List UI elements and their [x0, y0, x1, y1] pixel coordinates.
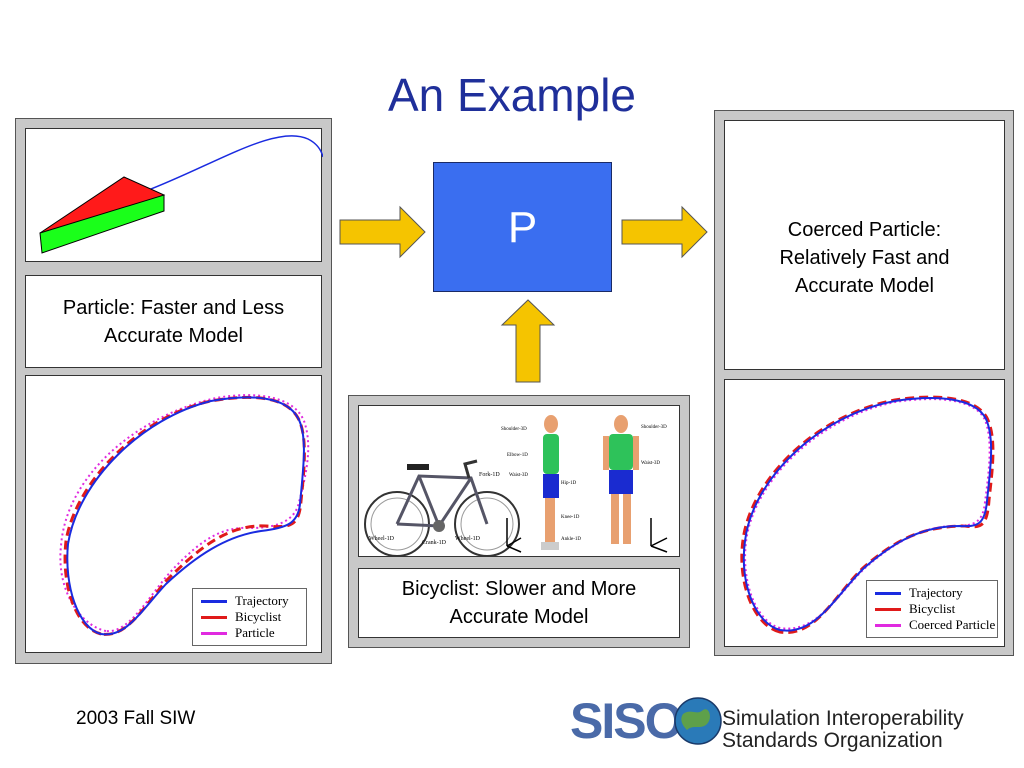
shorts-side — [543, 474, 559, 498]
hip-label: Hip-1D — [561, 481, 577, 486]
legend-label: Trajectory — [235, 593, 289, 608]
particle-caption-line1: Particle: Faster and Less — [62, 296, 285, 319]
legend-label: Trajectory — [909, 585, 963, 600]
coerced-caption-line1: Coerced Particle: — [787, 219, 942, 241]
torso-side — [543, 434, 559, 474]
particle-caption-line2: Accurate Model — [104, 324, 243, 347]
trajectory-plot-left — [59, 394, 310, 636]
fork-label: Fork-1D — [479, 472, 500, 478]
trajectory-curve-left — [66, 396, 305, 636]
waist-label: Waist-3D — [509, 473, 528, 478]
torso-front — [609, 434, 633, 470]
axis-y — [506, 545, 522, 553]
footer-text: 2003 Fall SIW — [76, 708, 196, 729]
front-spokes — [460, 497, 514, 551]
shoes-side — [541, 542, 559, 550]
knee-label: Knee-1D — [561, 515, 580, 520]
legend-item: Bicyclist — [193, 609, 306, 625]
siso-line1: Simulation Interoperability — [722, 707, 964, 730]
legend-item: Trajectory — [193, 593, 306, 609]
legend-item: Particle — [193, 625, 306, 641]
legend-line-trajectory — [875, 591, 901, 595]
legend-label: Bicyclist — [909, 601, 956, 616]
leg-right — [623, 494, 631, 544]
bicyclist-caption-line1: Bicyclist: Slower and More — [401, 578, 637, 600]
page-title: An Example — [387, 69, 636, 121]
legend-label: Particle — [235, 625, 275, 640]
arm-left — [603, 436, 609, 470]
head-side — [544, 415, 558, 433]
seat — [407, 464, 429, 470]
bicyclist-model-image: Fork-1D Wheel-1D Crank-1D Wheel-1D Shoul… — [358, 405, 680, 557]
head-front — [614, 415, 628, 433]
leg-left — [611, 494, 619, 544]
particle-3d-view — [25, 128, 324, 262]
particle-wedge-figure — [39, 134, 324, 254]
crank — [433, 520, 445, 532]
wheel-label-2: Wheel-1D — [455, 536, 481, 542]
axis-y-2 — [650, 545, 668, 553]
globe-icon — [674, 697, 722, 745]
shorts-front — [609, 470, 633, 494]
legend-label: Bicyclist — [235, 609, 282, 624]
legend-line-bicyclist — [201, 615, 227, 619]
legend-line-particle — [201, 631, 227, 635]
legend-item: Coerced Particle — [867, 617, 997, 633]
legend-line-coerced — [875, 623, 901, 627]
bike-frame-top — [395, 474, 489, 525]
siso-logo: SISO Simulation Interoperability Standar… — [570, 690, 1010, 754]
particle-trajectory-plot: Trajectory Bicyclist Particle — [25, 375, 322, 653]
ankle-label: Ankle-1D — [561, 537, 581, 542]
trajectory-plot-right — [740, 395, 995, 635]
p-label: P — [507, 203, 538, 252]
wedge-side — [39, 194, 165, 254]
axis-x — [506, 537, 522, 547]
front-wheel — [454, 491, 520, 557]
bicyclist-caption-line2: Accurate Model — [449, 606, 589, 628]
coerced-caption-line2: Relatively Fast and — [779, 247, 950, 269]
up-arrow-icon — [500, 299, 556, 383]
seat-tube — [417, 475, 441, 527]
arm-right — [633, 436, 639, 470]
crank-label: Crank-1D — [422, 540, 447, 546]
waist-label-2: Waist-3D — [641, 461, 660, 466]
legs-side — [545, 498, 555, 542]
bicyclist-panel: Fork-1D Wheel-1D Crank-1D Wheel-1D Shoul… — [348, 395, 690, 648]
legend-line-bicyclist — [875, 607, 901, 611]
right-arrow-icon-2 — [621, 205, 708, 259]
trajectory-curve — [145, 134, 324, 192]
shoulder-label: Shoulder-3D — [501, 427, 527, 432]
right-legend: Trajectory Bicyclist Coerced Particle — [866, 580, 998, 638]
wheel-label-1: Wheel-1D — [369, 536, 395, 542]
legend-line-trajectory — [201, 599, 227, 603]
bicycle-figure: Fork-1D Wheel-1D Crank-1D Wheel-1D Shoul… — [364, 415, 668, 557]
legend-item: Bicyclist — [867, 601, 997, 617]
coerced-caption-line3: Accurate Model — [795, 275, 934, 297]
left-legend: Trajectory Bicyclist Particle — [192, 588, 307, 646]
legend-item: Trajectory — [867, 585, 997, 601]
coerced-trajectory-plot: Trajectory Bicyclist Coerced Particle — [724, 379, 1005, 647]
siso-name: Simulation Interoperability Standards Or… — [722, 708, 964, 752]
handlebar — [463, 459, 478, 479]
shoulder-label-2: Shoulder-3D — [641, 425, 667, 430]
right-arrow-icon — [339, 205, 426, 259]
siso-wordmark: SISO — [570, 693, 683, 749]
trajectory-curve-right — [742, 397, 993, 632]
axis-x-2 — [650, 537, 668, 547]
bicyclist-curve-right — [740, 395, 995, 635]
elbow-label: Elbow-1D — [507, 453, 528, 458]
rear-wheel — [364, 491, 430, 557]
p-box: P — [433, 162, 612, 292]
siso-line2: Standards Organization — [722, 729, 943, 752]
legend-label: Coerced Particle — [909, 617, 996, 632]
